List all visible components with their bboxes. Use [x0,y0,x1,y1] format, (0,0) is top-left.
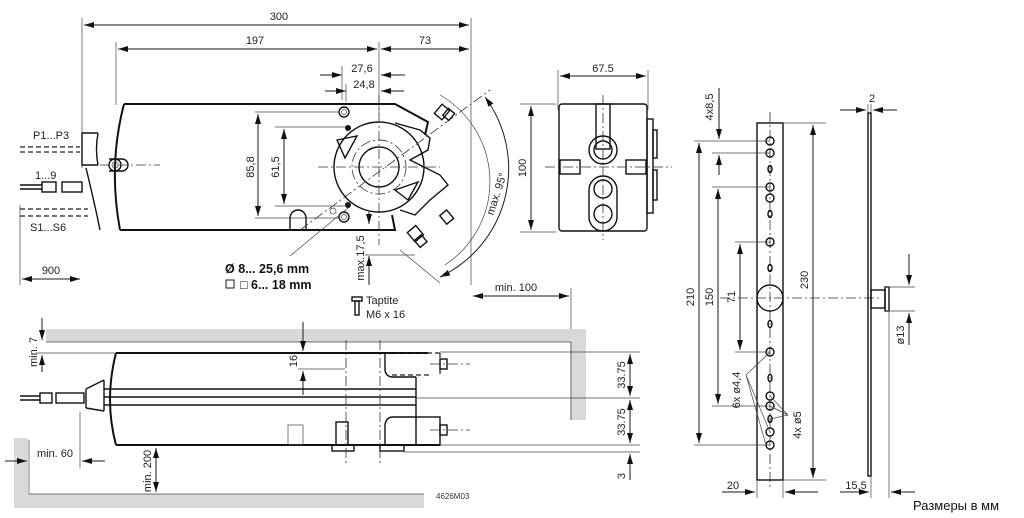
dim-max-shaft: max.17,5 [355,235,367,280]
bracket-dim-thickness: 2 [869,93,875,105]
actuator-body-side [109,352,440,446]
dim-side-clearance: min. 100 [495,282,537,294]
bracket-dim-length: 230 [799,271,811,289]
dim-bottom-clearance: min. 200 [142,450,154,492]
bracket-dim-width: 20 [727,480,739,492]
dim-mount-inner: 24,8 [353,79,374,91]
end-view: 67.5 100 [517,63,672,240]
side-view: min. 7 16 33 [5,318,640,508]
end-dim-height: 100 [517,159,529,177]
dim-base: 3 [616,473,628,479]
dim-upper-half: 33.75 [616,361,628,389]
bracket-dim-pin-diameter: ø13 [895,326,907,345]
bracket-dim-short: 71 [726,291,738,303]
screw-icon [351,296,363,316]
clamp-bolt [406,103,456,249]
floor-base [14,494,424,508]
shaft-square-range: □ 6... 18 mm [240,278,311,292]
dim-body-length: 197 [246,35,264,47]
bracket-holes [756,136,784,450]
dim-height-inner: 61,5 [270,156,282,177]
shaft-round-range: Ø 8... 25,6 mm [225,262,309,276]
wall-side [571,329,586,420]
dim-cable-clearance: 900 [42,265,60,277]
bracket-view: 4x8,5 210 150 71 230 6x ø4,4 4x ø5 20 2 [685,88,915,498]
bracket-dim-mid: 150 [704,288,716,306]
bracket-holes-large: 4x ø5 [792,411,804,439]
drawing-number: 4626M03 [436,492,470,501]
dim-hub-offset: 73 [419,35,431,47]
dim-total-length: 300 [270,11,288,23]
dim-lower-half: 33.75 [616,408,628,436]
cable-label-main: 1...9 [35,170,56,182]
floor [14,438,28,508]
actuator-body [113,103,430,231]
dim-mount-outer: 27,6 [351,63,372,75]
bracket-dim-slot-pitch: 4x8,5 [704,94,716,121]
cable-label-s: S1...S6 [30,222,66,234]
dim-rail: 16 [288,355,300,367]
wall-top [46,329,586,342]
dim-top-clearance: min. 7 [28,337,40,367]
screw-label-size: M6 x 16 [366,309,405,321]
cable-label-p: P1...P3 [33,130,69,142]
units-note: Размеры в мм [913,498,999,513]
dim-height-outer: 85,8 [245,156,257,177]
dim-rear-clearance: min. 60 [37,448,73,460]
top-view: 300 197 73 27,6 24,8 [19,11,572,420]
bracket-holes-small: 6x ø4,4 [731,372,743,409]
bracket-dim-pin-length: 15,5 [845,480,866,492]
end-dim-width: 67.5 [592,63,613,75]
screw-label-type: Taptite [366,295,398,307]
bracket-dim-total: 210 [685,288,697,306]
